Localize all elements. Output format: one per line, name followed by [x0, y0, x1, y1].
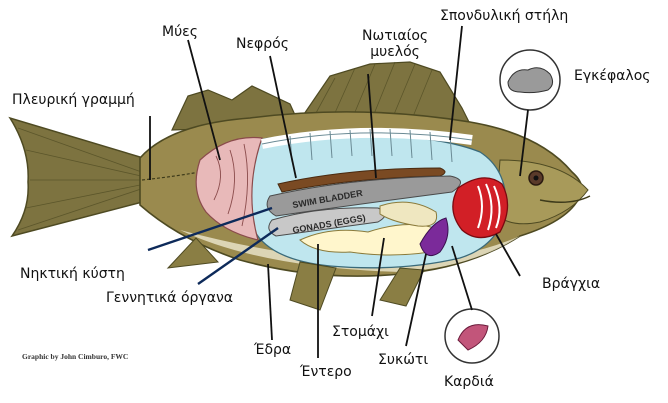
head	[496, 160, 588, 224]
label-spinal-cord: Νωτιαίος μυελός	[362, 28, 428, 60]
label-gills: Βράγχια	[542, 276, 600, 292]
label-heart: Καρδιά	[444, 374, 494, 390]
graphic-credit: Graphic by John Cimburo, FWC	[22, 352, 128, 361]
tail-fin	[10, 118, 150, 236]
label-brain: Εγκέφαλος	[574, 68, 650, 84]
label-gonads: Γεννητικά όργανα	[106, 290, 233, 306]
label-swim-bladder: Νηκτική κύστη	[20, 266, 125, 282]
label-intestine: Έντερο	[300, 364, 352, 380]
label-kidney: Νεφρός	[236, 36, 289, 52]
label-anus: Έδρα	[254, 342, 291, 358]
label-muscles: Μύες	[162, 24, 198, 40]
label-liver: Συκώτι	[378, 352, 428, 368]
label-stomach: Στομάχι	[332, 324, 389, 340]
label-lateral-line: Πλευρική γραμμή	[12, 92, 135, 108]
label-spine: Σπονδυλική στήλη	[440, 8, 568, 24]
anus-leader	[268, 264, 272, 340]
